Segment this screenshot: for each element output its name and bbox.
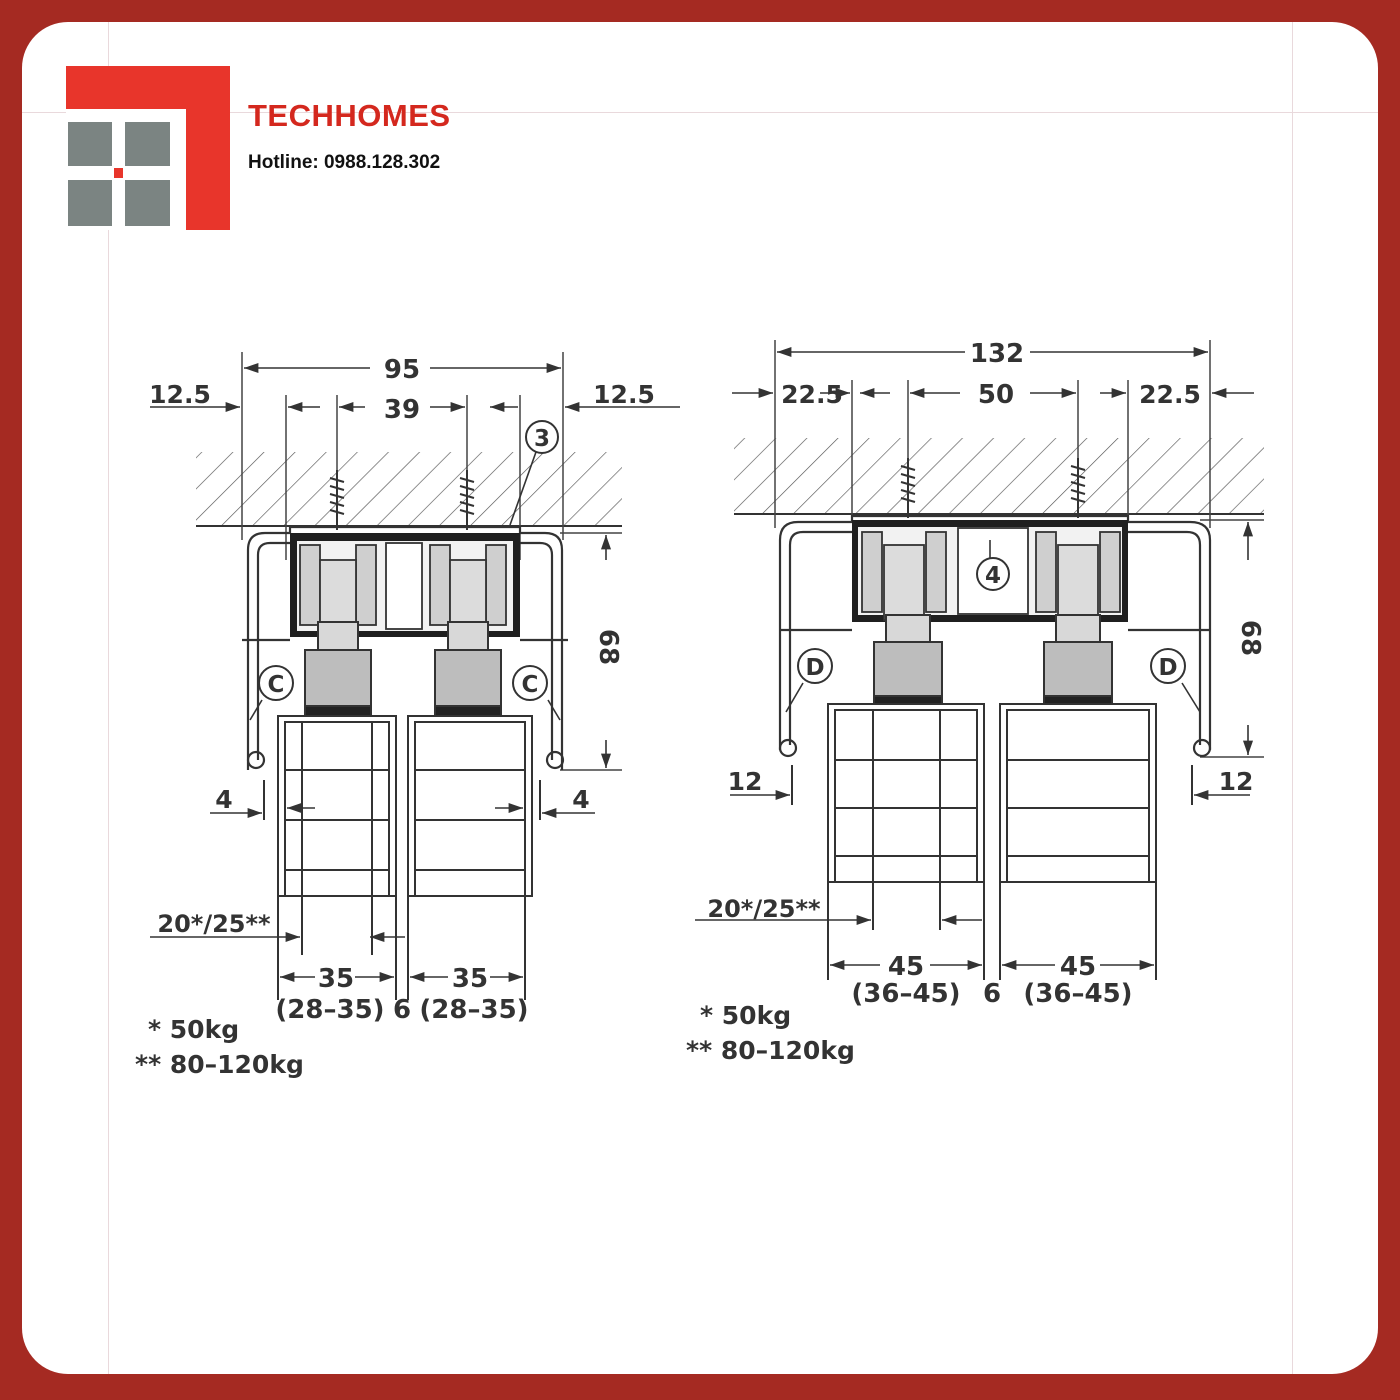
callout-circle-3: [525, 420, 559, 454]
dim-height: 68: [1235, 620, 1265, 656]
doors-right: [791, 703, 1193, 980]
profile-label-circle-d-left: [797, 648, 833, 684]
technical-drawing: 95 12.5 12.5 39 3 C C 68 4 4 20*/25** 35…: [135, 339, 1265, 1079]
callout-number: 3: [534, 426, 550, 452]
dim-side-left: 12.5: [149, 380, 211, 409]
dim-door-right-range: (28–35): [419, 995, 528, 1025]
track-profile-right: [778, 514, 1212, 758]
weight-note-1: * 50kg: [148, 1015, 239, 1044]
dim-gap-left: 4: [215, 785, 232, 814]
guide-line-left: [108, 22, 109, 1374]
brand-name: TECHHOMES: [248, 98, 451, 133]
profile-label-right: C: [522, 672, 539, 698]
doors-left: [263, 715, 541, 1000]
profile-label-circle-c-left: [258, 665, 294, 701]
dim-center-spacing: 50: [978, 380, 1014, 410]
weight-note-2: ** 80–120kg: [135, 1050, 304, 1079]
guide-line-top: [22, 112, 1378, 113]
ceiling-left: [196, 452, 622, 526]
dim-side-right: 22.5: [1139, 380, 1201, 409]
weight-note-1: * 50kg: [700, 1001, 791, 1030]
dim-door-right-range: (36–45): [1023, 979, 1132, 1009]
dim-setback: 20*/25**: [157, 910, 271, 938]
dim-gap-right: 4: [572, 785, 589, 814]
hotline-text: Hotline: 0988.128.302: [248, 152, 441, 173]
roller-carriage-left: [299, 542, 507, 631]
dim-door-left-width: 45: [888, 952, 924, 982]
dim-gap-left: 12: [728, 767, 763, 796]
profile-label-circle-d-right: [1150, 648, 1186, 684]
dim-door-left-range: (36–45): [851, 979, 960, 1009]
profile-label-circle-c-right: [512, 665, 548, 701]
guide-line-right: [1292, 22, 1293, 1374]
dim-height: 68: [593, 629, 623, 665]
dim-overall-width: 95: [384, 355, 420, 385]
dim-door-right-width: 45: [1060, 952, 1096, 982]
profile-label-left: D: [805, 655, 824, 681]
content-card: TECHHOMES Hotline: 0988.128.302: [22, 22, 1378, 1374]
weight-note-2: ** 80–120kg: [686, 1036, 855, 1065]
dim-center-spacing: 39: [384, 395, 420, 425]
dim-door-gap: 6: [983, 979, 1001, 1009]
dim-side-left: 22.5: [781, 380, 843, 409]
dim-door-right-width: 35: [452, 964, 488, 994]
ceiling-right: [734, 438, 1264, 514]
dim-door-gap: 6: [393, 995, 411, 1025]
roller-carriage-right: [861, 527, 1121, 621]
left-drawing: 95 12.5 12.5 39 3 C C 68 4 4 20*/25** 35…: [135, 352, 680, 1079]
callout-number: 4: [985, 563, 1001, 589]
track-profile-left: [242, 525, 568, 770]
techhomes-logo-icon: [66, 66, 230, 230]
dim-door-left-width: 35: [318, 964, 354, 994]
dim-door-left-range: (28–35): [275, 995, 384, 1025]
dim-gap-right: 12: [1219, 767, 1254, 796]
profile-label-left: C: [268, 672, 285, 698]
dim-side-right: 12.5: [593, 380, 655, 409]
dim-setback: 20*/25**: [707, 895, 821, 923]
dim-overall-width: 132: [970, 339, 1024, 369]
profile-label-right: D: [1158, 655, 1177, 681]
right-drawing: 132 22.5 50 22.5 4 D D 68 12 12 20*/25**…: [686, 339, 1265, 1065]
callout-circle-4: [976, 557, 1010, 591]
